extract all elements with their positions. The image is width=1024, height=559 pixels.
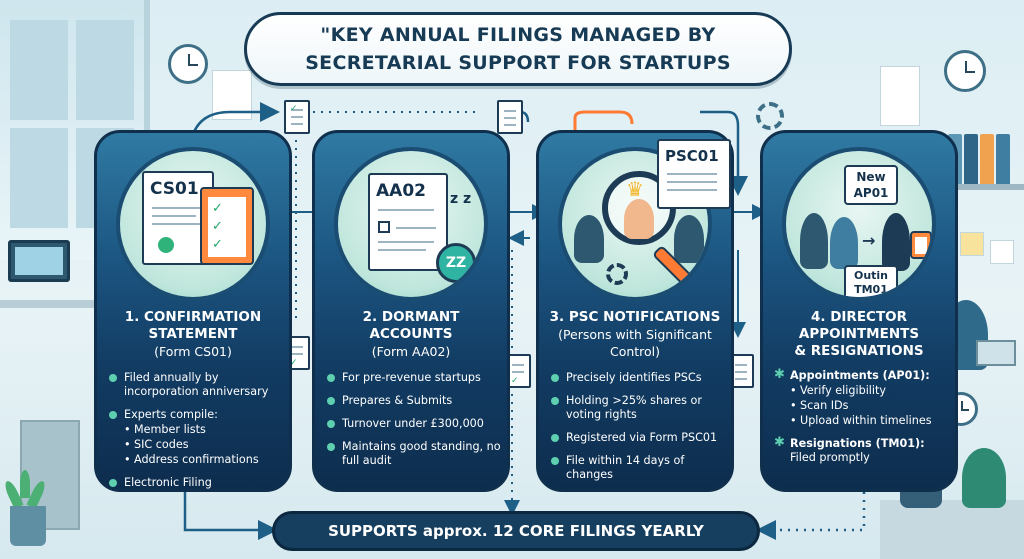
card-2-title-line-1: 2. DORMANT: [362, 309, 460, 325]
list-item: Experts compile: Member lists SIC codes …: [109, 408, 283, 467]
monitor-left: [8, 240, 70, 282]
list-item: Electronic Filing: [109, 476, 283, 490]
title-line-2: SECRETARIAL SUPPORT FOR STARTUPS: [305, 52, 731, 74]
sub-list-item: SIC codes: [124, 438, 283, 452]
sub-list-item: Scan IDs: [790, 399, 949, 413]
title-line-1: "KEY ANNUAL FILINGS MANAGED BY: [320, 24, 716, 46]
footer-summary-banner: SUPPORTS approx. 12 CORE FILINGS YEARLY: [272, 511, 760, 551]
card-dormant-accounts: AA02 z z ZZ 2. DORMANT ACCOUNTS (Form AA…: [312, 130, 510, 492]
person-right-2: [962, 448, 1006, 508]
arrow-icon: →: [862, 231, 876, 250]
person-icon: [674, 215, 704, 263]
form-code-aa02: AA02: [376, 181, 426, 201]
document-icon: AA02: [368, 173, 448, 271]
card-3-illustration: ♛: [558, 147, 712, 301]
sticky-note: [960, 232, 984, 256]
badge-tm01-label: TM01: [854, 283, 888, 296]
list-item: Prepares & Submits: [327, 394, 501, 408]
card-4-title-line-2: APPOINTMENTS: [798, 326, 920, 342]
badge-outin-label: Outin: [853, 269, 889, 282]
card-3-subtitle-2: Control): [609, 344, 661, 359]
card-2-heading: 2. DORMANT ACCOUNTS (Form AA02): [321, 309, 501, 360]
clock-icon: [168, 44, 208, 84]
list-item: For pre-revenue startups: [327, 371, 501, 385]
resign-detail: Filed promptly: [790, 451, 870, 464]
card-2-illustration: AA02 z z ZZ: [334, 147, 488, 301]
card-4-bullets: ✱Appointments (AP01): Verify eligibility…: [774, 368, 949, 474]
desk-right: [880, 500, 1024, 559]
card-3-title-line-1: 3. PSC NOTIFICATIONS: [549, 309, 721, 325]
list-item: ✱Appointments (AP01): Verify eligibility…: [774, 368, 949, 429]
form-code-psc01: PSC01: [665, 147, 719, 165]
crown-icon: ♛: [626, 177, 644, 201]
person-icon: [574, 215, 604, 263]
card-1-title-line-2: STATEMENT: [148, 326, 238, 342]
page-title: "KEY ANNUAL FILINGS MANAGED BY SECRETARI…: [244, 12, 792, 86]
plant-left: [0, 470, 60, 559]
document-icon: PSC01: [657, 139, 731, 209]
badge-outin-tm01: Outin TM01: [844, 265, 898, 297]
sub-list-item: Verify eligibility: [790, 384, 949, 398]
clipboard-icon: [910, 231, 932, 259]
card-4-title-line-1: 4. DIRECTOR: [810, 309, 908, 325]
card-1-title-line-1: 1. CONFIRMATION: [124, 309, 262, 325]
person-icon: [624, 199, 654, 239]
clock-icon: [944, 50, 986, 92]
laptop-right: [976, 340, 1016, 366]
badge-new-ap01: New AP01: [844, 165, 898, 205]
card-director-appointments: New AP01 → Outin TM01 4. DIRECTOR APPOIN…: [760, 130, 958, 492]
gear-icon: [756, 102, 784, 130]
wall-paper-top-right: [880, 66, 920, 126]
person-icon: [882, 213, 910, 271]
person-icon: [830, 217, 858, 269]
card-confirmation-statement: CS01 ✓ ✓ ✓ 1. CONFIRMATION STATEMENT (Fo…: [94, 130, 292, 492]
sub-list-item: Upload within timelines: [790, 414, 949, 428]
sub-list-item: Address confirmations: [124, 453, 283, 467]
list-item: Filed annually by incorporation annivers…: [109, 371, 283, 399]
card-psc-notifications: ♛ PSC01 3. PSC NOTIFICATIONS (Persons wi…: [536, 130, 734, 492]
badge-ap01-label: AP01: [853, 186, 889, 200]
footer-summary-text: SUPPORTS approx. 12 CORE FILINGS YEARLY: [328, 522, 704, 540]
list-item: Registered via Form PSC01: [551, 431, 725, 445]
card-3-bullets: Precisely identifies PSCs Holding >25% s…: [551, 371, 725, 491]
list-item: Holding >25% shares or voting rights: [551, 394, 725, 422]
wall-paper-top-left: [212, 70, 252, 120]
seal-icon: [158, 237, 174, 253]
gear-icon: [606, 263, 628, 285]
desk-left: [0, 300, 110, 308]
person-icon: [800, 213, 828, 269]
card-1-heading: 1. CONFIRMATION STATEMENT (Form CS01): [103, 309, 283, 360]
badge-new-label: New: [856, 170, 886, 184]
sticky-note: [990, 240, 1014, 264]
card-1-bullets: Filed annually by incorporation annivers…: [109, 371, 283, 499]
form-code-cs01: CS01: [150, 179, 199, 199]
list-item: Maintains good standing, no full audit: [327, 440, 501, 468]
document-icon: [497, 100, 523, 134]
card-4-illustration: New AP01 → Outin TM01: [782, 147, 936, 301]
card-2-title-line-2: ACCOUNTS: [369, 326, 453, 342]
sleep-z-icon: z z: [450, 191, 472, 207]
sub-list-item: Member lists: [124, 423, 283, 437]
list-item: ✱Resignations (TM01): Filed promptly: [774, 436, 949, 465]
card-2-subtitle: (Form AA02): [371, 344, 451, 359]
card-1-subtitle: (Form CS01): [154, 344, 232, 359]
list-item: Precisely identifies PSCs: [551, 371, 725, 385]
card-2-bullets: For pre-revenue startups Prepares & Subm…: [327, 371, 501, 477]
card-4-title-line-3: & RESIGNATIONS: [794, 343, 924, 359]
document-icon: ✓: [284, 100, 310, 134]
card-3-subtitle-1: (Persons with Significant: [558, 327, 712, 342]
clipboard-icon: ✓ ✓ ✓: [200, 187, 254, 265]
list-item: File within 14 days of changes: [551, 454, 725, 482]
card-1-illustration: CS01 ✓ ✓ ✓: [116, 147, 270, 301]
sleep-badge-label: ZZ: [445, 255, 467, 271]
card-3-heading: 3. PSC NOTIFICATIONS (Persons with Signi…: [545, 309, 725, 360]
card-4-heading: 4. DIRECTOR APPOINTMENTS & RESIGNATIONS: [769, 309, 949, 360]
sleep-badge-icon: ZZ: [436, 243, 476, 283]
list-item: Turnover under £300,000: [327, 417, 501, 431]
checkbox-icon: [378, 221, 390, 233]
